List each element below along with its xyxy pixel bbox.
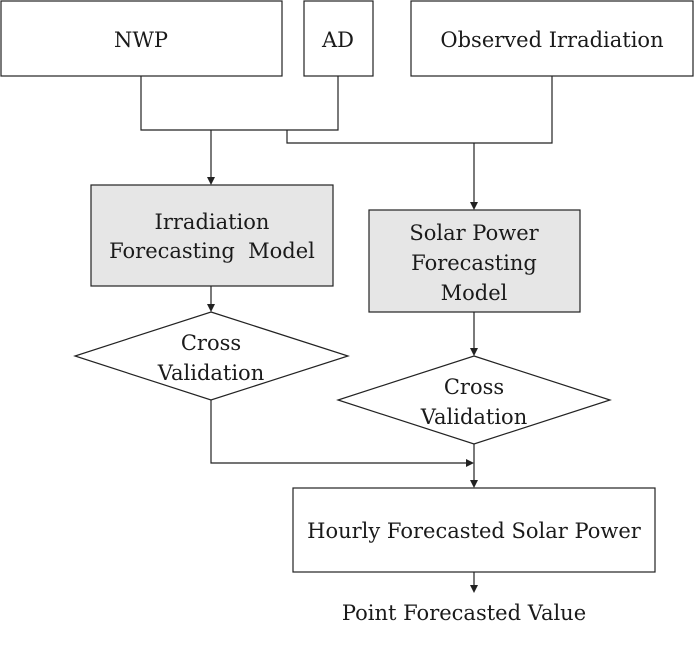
cv-left-to-hourly-line bbox=[210, 400, 466, 464]
hourly-forecast-label: Hourly Forecasted Solar Power bbox=[307, 519, 642, 543]
arrow-cv-left-merge bbox=[466, 459, 474, 467]
cv-right-line-2: Validation bbox=[420, 405, 527, 429]
arrow-to-hourly bbox=[470, 480, 478, 488]
cv-left-line-1: Cross bbox=[181, 331, 241, 355]
solar-model-line-2: Forecasting bbox=[411, 251, 537, 275]
irradiation-model-line-2: Forecasting Model bbox=[109, 239, 315, 263]
cv-right-line-1: Cross bbox=[444, 375, 504, 399]
ad-label: AD bbox=[321, 28, 354, 52]
nwp-node: NWP bbox=[0, 0, 283, 77]
irradiation-model-line-1: Irradiation bbox=[155, 210, 270, 234]
input-connectors bbox=[140, 76, 553, 210]
arrow-to-output bbox=[470, 585, 478, 593]
irradiation-model-node: Irradiation Forecasting Model bbox=[90, 184, 334, 287]
arrow-to-cv-left bbox=[207, 304, 215, 312]
solar-model-line-3: Model bbox=[441, 281, 508, 305]
nwp-label: NWP bbox=[114, 28, 168, 52]
arrow-to-cv-right bbox=[470, 348, 478, 356]
cross-validation-left-node: Cross Validation bbox=[73, 311, 350, 401]
hourly-forecast-node: Hourly Forecasted Solar Power bbox=[292, 487, 656, 573]
nwp-ad-merge-line bbox=[140, 76, 339, 131]
inputs-to-solar-line bbox=[286, 76, 553, 144]
arrow-to-solar-model bbox=[470, 202, 478, 210]
arrow-to-irradiation-model bbox=[207, 177, 215, 185]
cross-validation-right-node: Cross Validation bbox=[336, 355, 612, 445]
observed-irradiation-node: Observed Irradiation bbox=[410, 0, 694, 77]
ad-node: AD bbox=[303, 0, 374, 77]
observed-irradiation-label: Observed Irradiation bbox=[440, 28, 663, 52]
solar-model-node: Solar Power Forecasting Model bbox=[368, 209, 581, 313]
cv-left-line-2: Validation bbox=[157, 361, 264, 385]
solar-model-line-1: Solar Power bbox=[409, 221, 539, 245]
point-forecasted-value-label: Point Forecasted Value bbox=[342, 601, 586, 625]
